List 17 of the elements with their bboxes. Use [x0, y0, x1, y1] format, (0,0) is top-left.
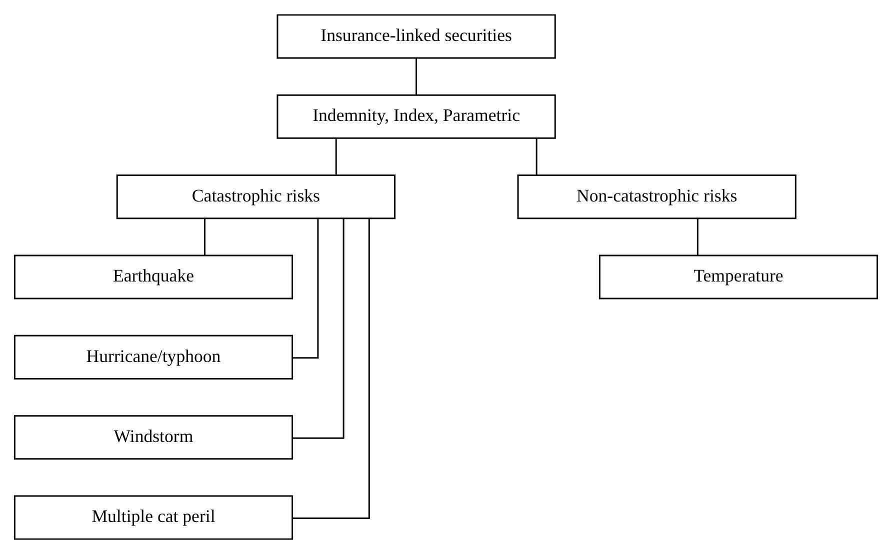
connector: [536, 138, 538, 175]
node-box: Earthquake: [14, 254, 294, 300]
node-box: Multiple cat peril: [14, 495, 294, 540]
connector: [292, 218, 370, 520]
connector: [416, 58, 418, 95]
node-box: Indemnity, Index, Parametric: [276, 94, 556, 139]
connector: [204, 218, 206, 256]
node-box: Temperature: [598, 254, 878, 300]
node-box: Windstorm: [14, 415, 294, 460]
connector: [292, 218, 319, 359]
node-box: Hurricane/typhoon: [14, 334, 294, 380]
node-box: Non-catastrophic risks: [517, 174, 796, 220]
node-box: Catastrophic risks: [116, 174, 396, 220]
connector: [696, 218, 698, 256]
connector: [335, 138, 337, 175]
node-box: Insurance-linked securities: [276, 14, 556, 59]
connector: [292, 218, 344, 439]
